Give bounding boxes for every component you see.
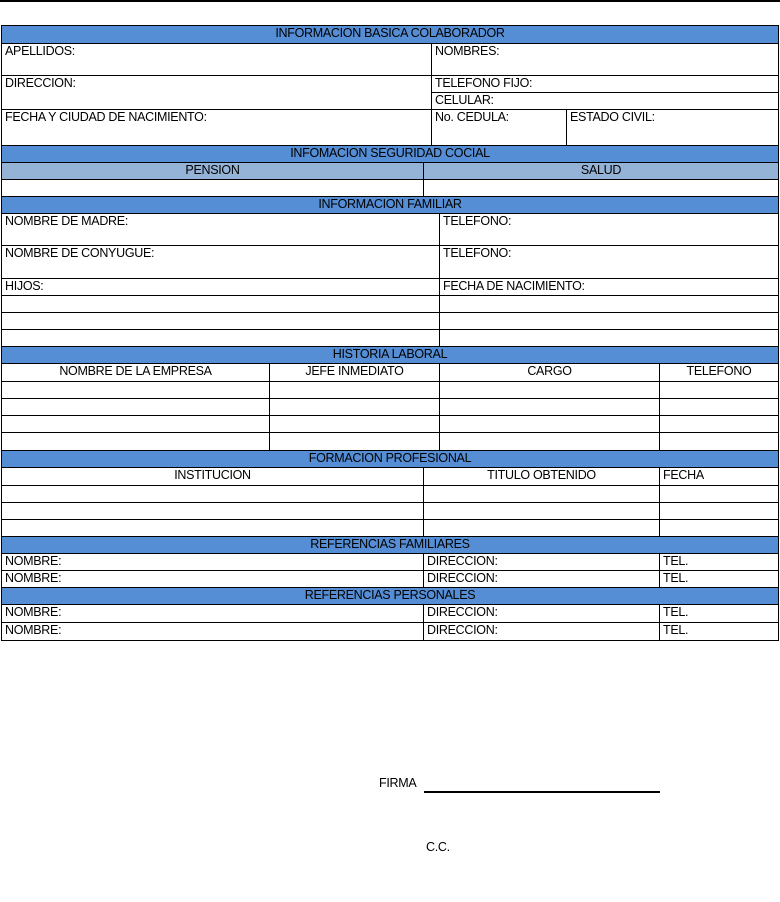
edu-cell[interactable] (423, 502, 660, 520)
edu-cell[interactable] (1, 502, 424, 520)
cc-label: C.C. (426, 840, 450, 854)
hijo-row[interactable] (1, 329, 440, 347)
hijo-fecha-row[interactable] (439, 312, 779, 330)
conyugue-telefono-field[interactable]: TELEFONO: (439, 245, 779, 279)
firma-label: FIRMA (379, 776, 417, 790)
madre-telefono-field[interactable]: TELEFONO: (439, 213, 779, 246)
edu-cell[interactable] (659, 485, 779, 503)
work-cell[interactable] (439, 398, 660, 416)
work-cell[interactable] (1, 415, 270, 433)
work-cell[interactable] (1, 398, 270, 416)
section-header-social: INFOMACION SEGURIDAD COCIAL (1, 145, 779, 163)
work-cell[interactable] (269, 415, 440, 433)
ref-personal-tel[interactable]: TEL. (659, 604, 779, 623)
pension-header: PENSION (1, 162, 424, 180)
ref-family-direccion[interactable]: DIRECCION: (423, 570, 660, 588)
conyugue-field[interactable]: NOMBRE DE CONYUGUE: (1, 245, 440, 279)
work-cell[interactable] (659, 398, 779, 416)
ref-personal-direccion[interactable]: DIRECCION: (423, 622, 660, 641)
telefono-fijo-field[interactable]: TELEFONO FIJO: (431, 75, 779, 93)
hijos-fecha-nacimiento-field[interactable]: FECHA DE NACIMIENTO: (439, 278, 779, 296)
work-cell[interactable] (439, 432, 660, 451)
edu-cell[interactable] (659, 502, 779, 520)
col-fecha: FECHA (659, 467, 779, 486)
section-header-family: INFORMACION FAMILIAR (1, 196, 779, 214)
section-header-ref-family: REFERENCIAS FAMILIARES (1, 536, 779, 554)
ref-family-tel[interactable]: TEL. (659, 570, 779, 588)
signature-line[interactable] (424, 791, 660, 793)
salud-header: SALUD (423, 162, 779, 180)
edu-cell[interactable] (423, 519, 660, 537)
section-header-basic: INFORMACION BASICA COLABORADOR (1, 25, 779, 44)
salud-field[interactable] (423, 179, 779, 197)
work-cell[interactable] (659, 381, 779, 399)
section-header-education: FORMACION PROFESIONAL (1, 450, 779, 468)
col-institucion: INSTITUCION (1, 467, 424, 486)
work-cell[interactable] (269, 398, 440, 416)
ref-personal-nombre[interactable]: NOMBRE: (1, 622, 424, 641)
hijo-row[interactable] (1, 295, 440, 313)
hijo-fecha-row[interactable] (439, 329, 779, 347)
fecha-ciudad-nacimiento-field[interactable]: FECHA Y CIUDAD DE NACIMIENTO: (1, 109, 432, 146)
hijo-row[interactable] (1, 312, 440, 330)
cedula-field[interactable]: No. CEDULA: (431, 109, 567, 146)
ref-family-tel[interactable]: TEL. (659, 553, 779, 571)
edu-cell[interactable] (659, 519, 779, 537)
col-telefono: TELEFONO (659, 363, 779, 382)
ref-personal-direccion[interactable]: DIRECCION: (423, 604, 660, 623)
nombres-field[interactable]: NOMBRES: (431, 43, 779, 76)
col-empresa: NOMBRE DE LA EMPRESA (1, 363, 270, 382)
ref-personal-tel[interactable]: TEL. (659, 622, 779, 641)
hijo-fecha-row[interactable] (439, 295, 779, 313)
edu-cell[interactable] (1, 485, 424, 503)
apellidos-field[interactable]: APELLIDOS: (1, 43, 432, 76)
work-cell[interactable] (1, 432, 270, 451)
estado-civil-field[interactable]: ESTADO CIVIL: (566, 109, 779, 146)
edu-cell[interactable] (1, 519, 424, 537)
ref-family-nombre[interactable]: NOMBRE: (1, 570, 424, 588)
madre-field[interactable]: NOMBRE DE MADRE: (1, 213, 440, 246)
work-cell[interactable] (439, 381, 660, 399)
celular-field[interactable]: CELULAR: (431, 92, 779, 110)
col-jefe: JEFE INMEDIATO (269, 363, 440, 382)
edu-cell[interactable] (423, 485, 660, 503)
work-cell[interactable] (1, 381, 270, 399)
section-header-work: HISTORIA LABORAL (1, 346, 779, 364)
pension-field[interactable] (1, 179, 424, 197)
hijos-field[interactable]: HIJOS: (1, 278, 440, 296)
work-cell[interactable] (269, 381, 440, 399)
work-cell[interactable] (659, 415, 779, 433)
col-cargo: CARGO (439, 363, 660, 382)
ref-family-direccion[interactable]: DIRECCION: (423, 553, 660, 571)
work-cell[interactable] (269, 432, 440, 451)
direccion-field[interactable]: DIRECCION: (1, 75, 432, 110)
work-cell[interactable] (659, 432, 779, 451)
section-header-ref-personal: REFERENCIAS PERSONALES (1, 587, 779, 605)
ref-personal-nombre[interactable]: NOMBRE: (1, 604, 424, 623)
top-rule (0, 0, 780, 2)
col-titulo: TITULO OBTENIDO (423, 467, 660, 486)
ref-family-nombre[interactable]: NOMBRE: (1, 553, 424, 571)
work-cell[interactable] (439, 415, 660, 433)
